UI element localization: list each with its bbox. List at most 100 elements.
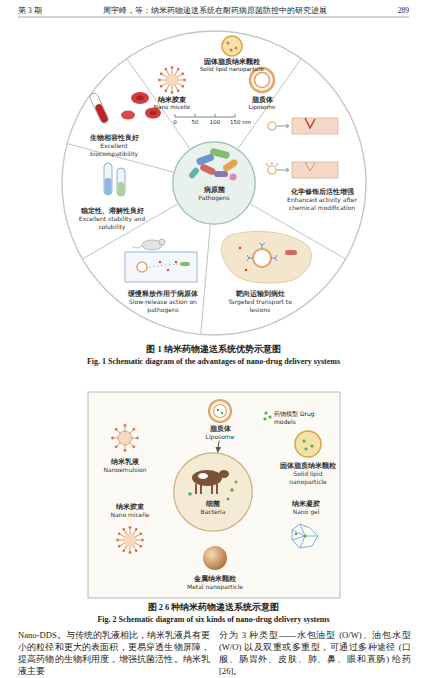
- english-text: Nano micelle: [104, 511, 156, 518]
- micelle-icon: [176, 82, 184, 88]
- pathogen-cluster: [209, 148, 230, 160]
- bacteria-illustration: [173, 452, 253, 532]
- micelle-icon: [117, 542, 125, 548]
- circle-node: 细菌Bacteria: [173, 452, 253, 532]
- solid-lipid-icon: [235, 47, 238, 50]
- test-tube-icon: [117, 168, 125, 196]
- blood-icon: [89, 92, 110, 124]
- wound-icon: [286, 124, 289, 128]
- slow-release-icon: [159, 239, 165, 245]
- scale-bar: [195, 114, 196, 117]
- nanoemulsion-icon: [131, 437, 139, 440]
- bacteria-illustration: [196, 484, 217, 494]
- scale-bar: [175, 117, 235, 118]
- drug-model-icon: [263, 411, 271, 420]
- header-rule: [18, 17, 409, 18]
- micelle-icon: [136, 539, 144, 542]
- heading-text: 病原菌: [172, 186, 256, 194]
- liposome-icon: [255, 73, 270, 88]
- micelle-icon: [159, 72, 167, 78]
- heading-text: 化学修饰后活性增强: [284, 188, 360, 196]
- nanoemulsion-icon: [128, 441, 136, 449]
- slow-release-icon: [132, 246, 142, 248]
- micelle-icon: [166, 74, 179, 87]
- heading-text: 纳米乳液: [96, 458, 154, 466]
- micelle-icon: [117, 532, 125, 538]
- slow-release-icon: [175, 261, 177, 263]
- liposome-icon: [214, 405, 227, 418]
- english-text: Excellent stability and solubility: [72, 215, 152, 230]
- micelle-icon: [176, 72, 184, 78]
- scale-tick: 50: [187, 119, 203, 126]
- wound-icon: [305, 162, 315, 171]
- micelle-icon: [132, 527, 138, 535]
- nanogel-icon: [304, 535, 307, 538]
- micelle-icon: [171, 66, 174, 74]
- heading-text: 金属纳米颗粒: [183, 575, 247, 583]
- slow-release-icon: [125, 252, 197, 282]
- micelle-icon: [129, 546, 132, 554]
- solid-lipid-icon: [295, 431, 321, 457]
- wound-icon: [268, 166, 276, 174]
- nanoemulsion-icon: [111, 424, 139, 452]
- heading-text: 稳定性、溶解性良好: [72, 207, 152, 215]
- wound-icon: [268, 122, 276, 130]
- part-name: 脂质体: [240, 96, 284, 104]
- blood-icon: [89, 92, 110, 124]
- part-name: 纳米胶束: [150, 96, 194, 104]
- text-region: 靶向运输到病灶Targeted transport to lesions: [218, 290, 302, 313]
- heading-text: 缓慢释放作用于病原体: [120, 290, 206, 298]
- wound-icon: [277, 126, 288, 127]
- wound-icon: [286, 168, 289, 172]
- wound-icon: [277, 170, 288, 171]
- drug-model-icon: [263, 417, 266, 420]
- micelle-icon: [158, 66, 186, 94]
- scale-tick: 0: [167, 119, 183, 126]
- circle-node: 病原菌Pathogens: [172, 141, 256, 225]
- advantage-wheel: [201, 225, 211, 335]
- text-region: 纳米乳液Nanoemulsion: [96, 458, 154, 474]
- legend-entry: 药物模型 Drug models: [274, 410, 320, 425]
- bacteria-illustration: [192, 470, 222, 486]
- text-region: 稳定性、溶解性良好Excellent stability and solubil…: [72, 207, 152, 230]
- english-text: Nanoemulsion: [96, 466, 154, 473]
- pathogen-cluster: [214, 171, 228, 177]
- english-text: Excellent biocompatibility: [76, 142, 152, 157]
- bacteria-illustration: [235, 481, 238, 484]
- scale-bar: [215, 114, 216, 117]
- english-text: Liposome: [195, 433, 245, 440]
- english-text: Bacteria: [173, 508, 253, 515]
- micelle-icon: [122, 544, 128, 552]
- wound-icon: [305, 118, 315, 128]
- micelle-icon: [159, 82, 167, 88]
- micelle-icon: [132, 544, 138, 552]
- test-tube-icon: [104, 163, 125, 196]
- slow-release-icon: [149, 264, 178, 267]
- solid-lipid-icon: [304, 447, 307, 450]
- pathogen-cluster: [230, 174, 237, 181]
- text-region: 纳米凝胶Nano gel: [278, 500, 334, 516]
- heading-text: 脂质体: [195, 425, 245, 433]
- blood-icon: [150, 111, 157, 115]
- blood-icon: [131, 92, 149, 104]
- running-header: 第 3 期: [18, 6, 78, 15]
- figure-caption: Fig. 2 Schematic diagram of six kinds of…: [20, 615, 407, 625]
- english-text: Slow-release action on pathogens: [120, 298, 206, 313]
- liposome-icon: [209, 400, 231, 422]
- solid-lipid-icon: [302, 439, 305, 442]
- figure-caption: 图 1 纳米药物递送系统优势示意图: [20, 344, 407, 355]
- micelle-icon: [171, 86, 174, 94]
- bacteria-illustration: [230, 488, 234, 492]
- micelle-icon: [134, 532, 142, 538]
- liposome-icon: [217, 409, 219, 411]
- part-name: Solid lipid nanoparticle: [194, 66, 270, 73]
- target-cell-icon: [239, 247, 242, 250]
- blood-icon: [121, 111, 135, 120]
- text-region: 生物相容性良好Excellent biocompatibility: [76, 134, 152, 157]
- heading-text: 靶向运输到病灶: [218, 290, 302, 298]
- slow-release-icon: [137, 262, 147, 272]
- wound-icon: [292, 118, 338, 134]
- pathogen-cluster: [222, 158, 239, 173]
- micelle-icon: [164, 84, 170, 92]
- target-cell-icon: [221, 231, 311, 283]
